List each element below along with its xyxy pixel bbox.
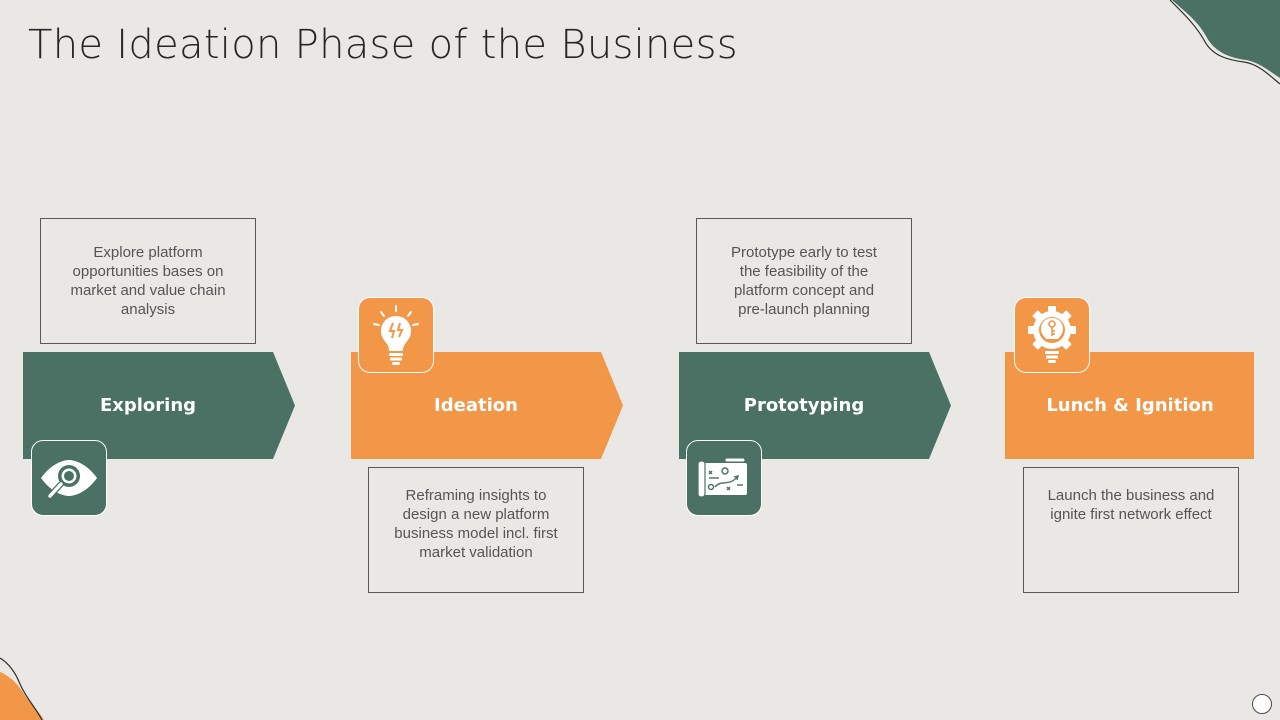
stage-arrow-exploring: Exploring [23, 352, 295, 459]
stage-arrow-prototyping: Prototyping [679, 352, 951, 459]
lightbulb-icon [358, 297, 434, 373]
page-title: The Ideation Phase of the Business [28, 22, 738, 68]
stage-label-ideation: Ideation [434, 395, 518, 416]
stage-description-exploring: Explore platform opportunities bases on … [40, 218, 256, 344]
stage-description-ideation: Reframing insights to design a new platf… [368, 467, 584, 593]
corner-decoration-bottom-left [0, 657, 44, 720]
stage-arrow-ideation: Ideation [351, 352, 623, 459]
gear-bulb-icon [1014, 297, 1090, 373]
stage-description-prototyping: Prototype early to test the feasibility … [696, 218, 912, 344]
eye-magnifier-icon [31, 440, 107, 516]
slide-indicator-circle [1252, 694, 1272, 714]
stage-label-exploring: Exploring [99, 395, 197, 416]
stage-description-launch: Launch the business and ignite first net… [1023, 467, 1239, 593]
stage-label-launch: Lunch & Ignition [1046, 395, 1214, 416]
corner-decoration-top-right [1169, 0, 1280, 85]
stage-label-prototyping: Prototyping [743, 395, 865, 416]
blueprint-icon [686, 440, 762, 516]
